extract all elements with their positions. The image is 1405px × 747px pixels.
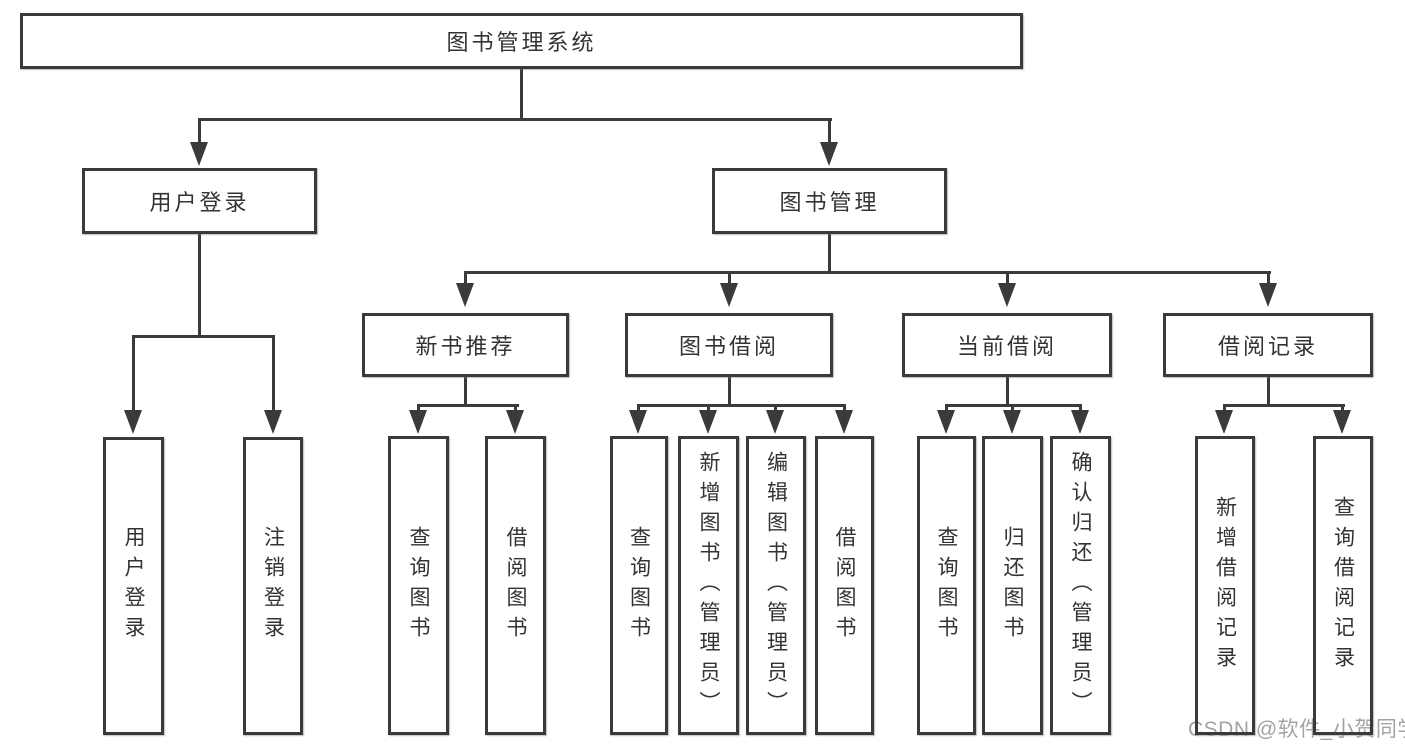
csdn-watermark: CSDN @软件_小贺同学 [1188, 718, 1405, 741]
connector-line [1223, 404, 1226, 414]
connector-line [272, 335, 275, 412]
arrow-down-icon [190, 142, 208, 166]
node-root: 图书管理系统 [20, 13, 1023, 69]
node-book-management-label: 图书管理 [779, 190, 880, 215]
connector-new-book-stem [464, 377, 467, 407]
node-current-borrowing: 当前借阅 [902, 313, 1112, 377]
leaf-return-books-label: 归还图书 [1001, 525, 1025, 646]
connector-line [1341, 404, 1344, 414]
leaf-edit-books-admin-label: 编辑图书（管理员） [764, 450, 788, 721]
connector-current-borrow-stem [1006, 377, 1009, 407]
connector-book-borrow-branch [637, 404, 846, 407]
connector-line [707, 404, 710, 414]
arrow-down-icon [699, 410, 717, 434]
leaf-user-login-label: 用户登录 [122, 526, 146, 646]
leaf-borrow-books-label: 借阅图书 [833, 525, 857, 646]
node-book-management: 图书管理 [712, 168, 947, 234]
leaf-logout: 注销登录 [243, 437, 303, 735]
connector-line [1011, 404, 1014, 414]
leaf-edit-books-admin: 编辑图书（管理员） [746, 436, 806, 735]
leaf-add-borrow-record: 新增借阅记录 [1195, 436, 1255, 735]
connector-line [417, 404, 420, 414]
connector-line [1079, 404, 1082, 414]
arrow-down-icon [1003, 410, 1021, 434]
connector-line [198, 118, 201, 145]
leaf-confirm-return-admin-label: 确认归还（管理员） [1069, 450, 1093, 721]
leaf-add-books-admin-label: 新增图书（管理员） [697, 450, 721, 721]
leaf-logout-label: 注销登录 [261, 526, 285, 646]
connector-line [464, 271, 467, 285]
arrow-down-icon [506, 410, 524, 434]
connector-line [132, 335, 135, 412]
connector-line [1267, 271, 1270, 285]
connector-borrow-record-branch [1223, 404, 1345, 407]
leaf-add-books-admin: 新增图书（管理员） [678, 436, 739, 735]
node-user-login: 用户登录 [82, 168, 317, 234]
leaf-query-books-recommend-label: 查询图书 [407, 525, 431, 646]
connector-level3-branch [464, 271, 1271, 274]
node-borrowing-records: 借阅记录 [1163, 313, 1373, 377]
connector-book-borrow-stem [728, 377, 731, 407]
connector-line [728, 271, 731, 285]
connector-root-stem [520, 69, 523, 121]
leaf-query-books-borrow-label: 查询图书 [627, 525, 651, 646]
connector-line [1006, 271, 1009, 285]
leaf-query-books-current: 查询图书 [917, 436, 976, 735]
leaf-borrow-books-recommend: 借阅图书 [485, 436, 546, 735]
connector-book-mgmt-stem [828, 234, 831, 274]
arrow-down-icon [1215, 410, 1233, 434]
node-root-label: 图书管理系统 [446, 30, 597, 55]
node-book-borrowing: 图书借阅 [625, 313, 833, 377]
arrow-down-icon [1259, 283, 1277, 307]
connector-new-book-branch [417, 404, 519, 407]
connector-user-login-stem [198, 234, 201, 337]
connector-borrow-record-stem [1267, 377, 1270, 407]
leaf-confirm-return-admin: 确认归还（管理员） [1050, 436, 1111, 735]
node-user-login-label: 用户登录 [149, 190, 250, 215]
arrow-down-icon [998, 283, 1016, 307]
arrow-down-icon [766, 410, 784, 434]
leaf-query-borrow-record: 查询借阅记录 [1313, 436, 1373, 735]
leaf-return-books: 归还图书 [982, 436, 1043, 735]
arrow-down-icon [820, 142, 838, 166]
connector-level2-branch [198, 118, 832, 121]
leaf-query-borrow-record-label: 查询借阅记录 [1331, 495, 1355, 676]
arrow-down-icon [629, 410, 647, 434]
arrow-down-icon [456, 283, 474, 307]
node-book-borrowing-label: 图书借阅 [678, 334, 779, 359]
arrow-down-icon [264, 410, 282, 434]
leaf-query-books-recommend: 查询图书 [388, 436, 449, 735]
connector-line [843, 404, 846, 414]
arrow-down-icon [835, 410, 853, 434]
leaf-query-books-borrow: 查询图书 [610, 436, 668, 735]
leaf-user-login: 用户登录 [103, 437, 164, 735]
arrow-down-icon [1333, 410, 1351, 434]
node-borrowing-records-label: 借阅记录 [1217, 334, 1318, 359]
node-new-book-recommend: 新书推荐 [362, 313, 569, 377]
leaf-borrow-books-recommend-label: 借阅图书 [504, 525, 528, 646]
connector-line [828, 118, 831, 145]
leaf-add-borrow-record-label: 新增借阅记录 [1213, 495, 1237, 676]
arrow-down-icon [124, 410, 142, 434]
connector-line [637, 404, 640, 414]
leaf-borrow-books: 借阅图书 [815, 436, 874, 735]
arrow-down-icon [720, 283, 738, 307]
connector-line [945, 404, 948, 414]
connector-user-login-branch [132, 335, 275, 338]
node-new-book-recommend-label: 新书推荐 [415, 334, 516, 359]
arrow-down-icon [409, 410, 427, 434]
arrow-down-icon [1071, 410, 1089, 434]
arrow-down-icon [937, 410, 955, 434]
node-current-borrowing-label: 当前借阅 [956, 334, 1057, 359]
connector-line [774, 404, 777, 414]
leaf-query-books-current-label: 查询图书 [935, 525, 959, 646]
connector-line [514, 404, 517, 414]
